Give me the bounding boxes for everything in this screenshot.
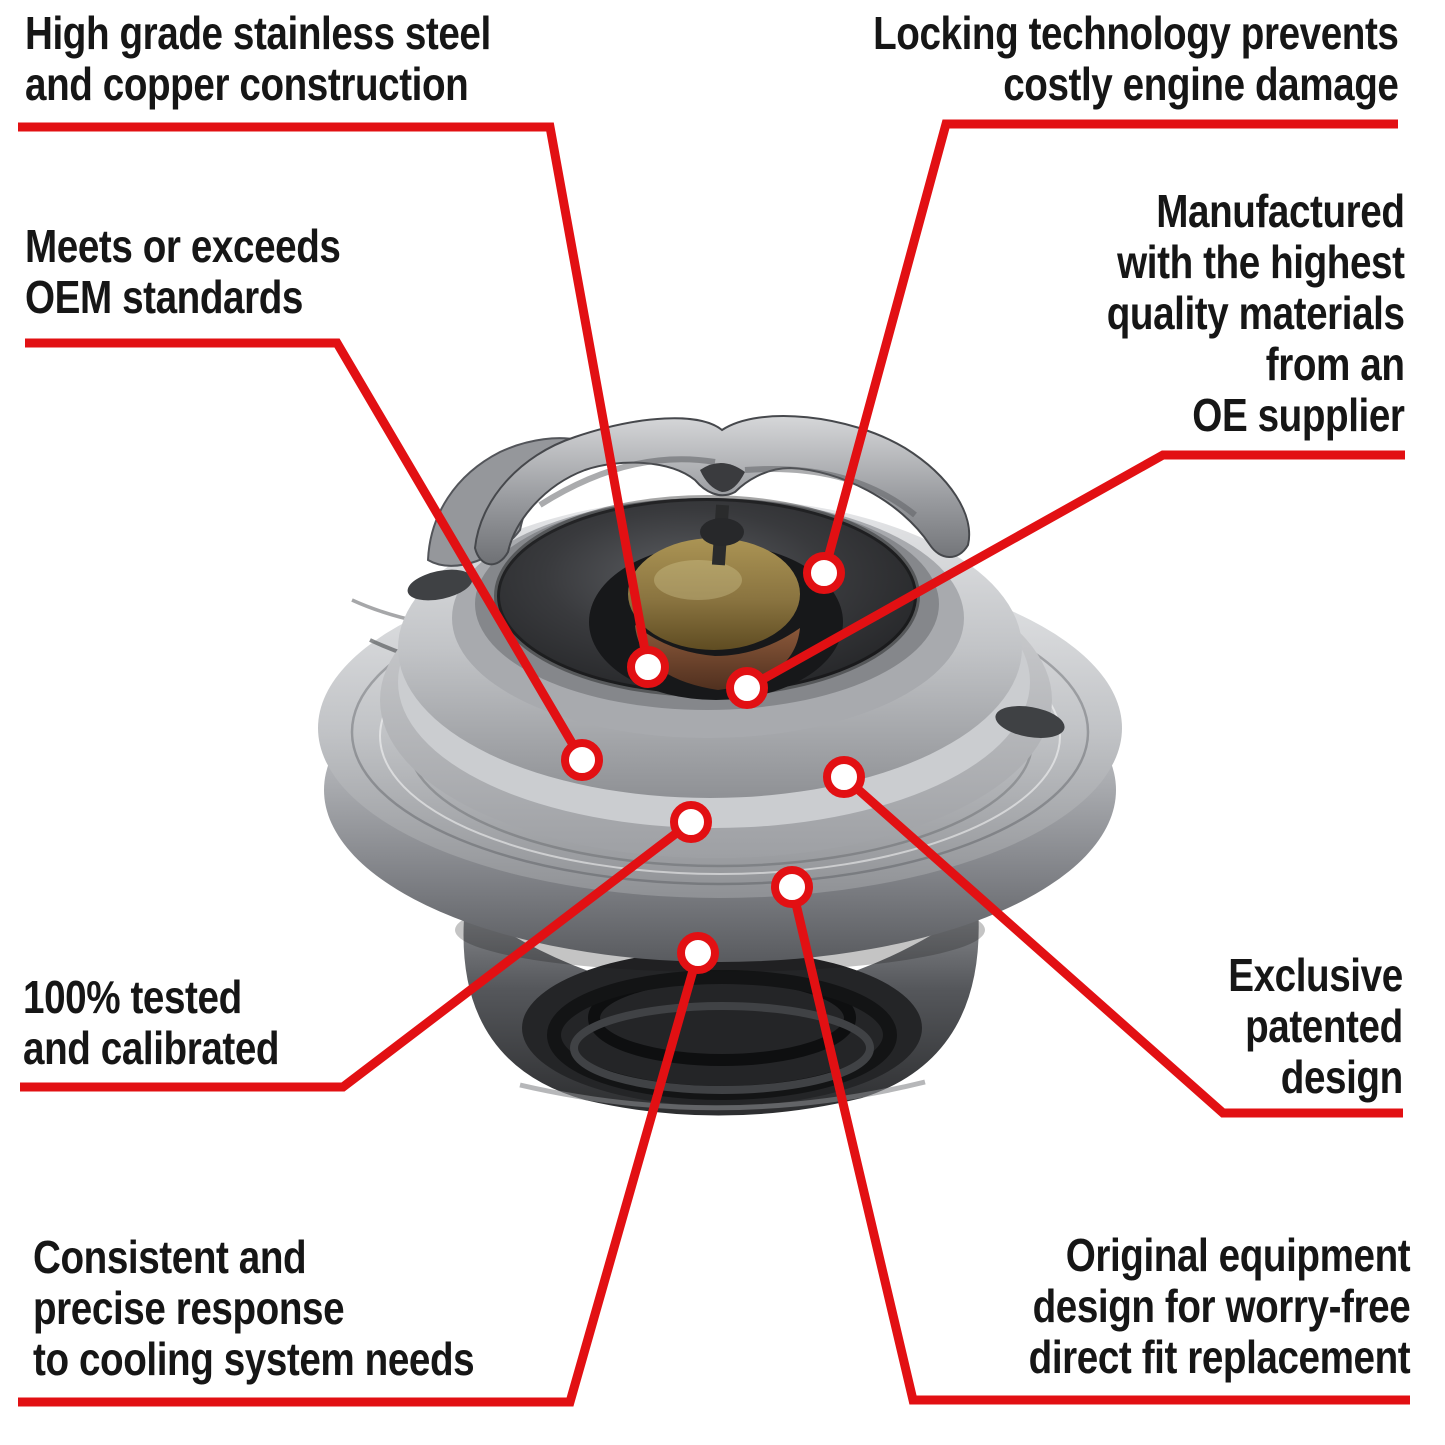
- label-line: Consistent and: [33, 1231, 307, 1283]
- callout-line-original-equipment: [787, 885, 1410, 1405]
- label-line: Manufactured: [1156, 185, 1406, 237]
- callout-line-locking: [819, 119, 1398, 575]
- label-high-grade: High grade stainless steel and copper co…: [25, 8, 580, 110]
- callout-line-consistent: [18, 951, 703, 1407]
- label-line: costly engine damage: [1002, 58, 1399, 110]
- label-line: 100% tested: [23, 971, 242, 1023]
- label-line: precise response: [33, 1282, 345, 1334]
- label-line: with the highest: [1117, 236, 1406, 288]
- label-locking: Locking technology prevents costly engin…: [773, 8, 1399, 110]
- label-line: to cooling system needs: [33, 1333, 475, 1385]
- label-consistent: Consistent and precise response to cooli…: [33, 1232, 558, 1385]
- label-line: High grade stainless steel: [25, 7, 491, 59]
- label-line: quality materials: [1107, 287, 1405, 339]
- label-tested: 100% tested and calibrated: [23, 972, 328, 1074]
- label-line: design: [1280, 1051, 1403, 1103]
- callout-point-meets-oem: [561, 739, 603, 781]
- callout-point-high-grade: [627, 646, 669, 688]
- label-line: Exclusive: [1228, 949, 1403, 1001]
- callout-point-tested: [670, 801, 712, 843]
- label-line: OE supplier: [1192, 389, 1406, 441]
- label-exclusive: Exclusive patented design: [1195, 950, 1403, 1103]
- callout-line-tested: [20, 818, 694, 1092]
- thermostat-spring-housing: [463, 905, 979, 1116]
- callout-line-high-grade: [18, 122, 653, 668]
- label-line: patented: [1245, 1000, 1403, 1052]
- callout-point-consistent: [677, 932, 719, 974]
- label-line: and copper construction: [25, 58, 469, 110]
- callout-line-manufactured: [744, 450, 1405, 692]
- label-meets-oem: Meets or exceeds OEM standards: [25, 221, 401, 323]
- label-line: Locking technology prevents: [872, 7, 1399, 59]
- label-line: OEM standards: [25, 271, 303, 323]
- label-line: from an: [1266, 338, 1405, 390]
- thermostat-bridge: [426, 415, 971, 567]
- label-line: Meets or exceeds: [25, 220, 341, 272]
- label-line: Original equipment: [1065, 1229, 1410, 1281]
- callout-point-original-equipment: [771, 866, 813, 908]
- label-original-equipment: Original equipment design for worry-free…: [956, 1230, 1410, 1383]
- callout-line-meets-oem: [25, 338, 586, 763]
- label-line: and calibrated: [23, 1022, 280, 1074]
- label-line: design for worry-free: [1032, 1280, 1410, 1332]
- label-line: direct fit replacement: [1028, 1331, 1410, 1383]
- label-manufactured: Manufactured with the highest quality ma…: [1050, 186, 1405, 441]
- callout-point-exclusive: [823, 756, 865, 798]
- callout-point-manufactured: [726, 667, 768, 709]
- callout-line-exclusive: [841, 773, 1403, 1118]
- callout-point-locking: [803, 552, 845, 594]
